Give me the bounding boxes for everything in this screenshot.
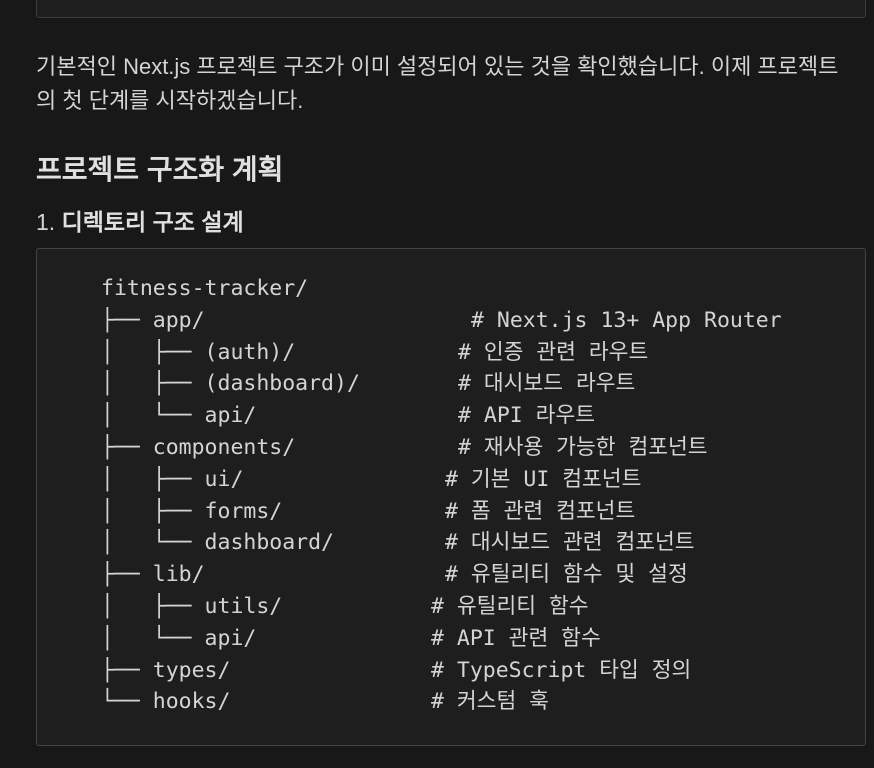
tree-line: │ ├── utils/ # 유틸리티 함수 (101, 591, 589, 623)
tree-line: └── hooks/ # 커스텀 훅 (101, 686, 549, 718)
tree-comment: # 대시보드 관련 컴포넌트 (445, 530, 695, 556)
tree-path: │ ├── forms/ (101, 498, 283, 524)
tree-comment: # API 관련 함수 (431, 625, 601, 651)
tree-line: │ ├── ui/ # 기본 UI 컴포넌트 (101, 464, 641, 496)
tree-path: │ ├── ui/ (101, 466, 244, 492)
tree-comment: # 기본 UI 컴포넌트 (445, 466, 642, 492)
tree-path: fitness-tracker/ (101, 276, 309, 301)
previous-code-block (36, 0, 866, 18)
section-heading: 프로젝트 구조화 계획 (36, 154, 284, 185)
tree-line: ├── app/ # Next.js 13+ App Router (101, 305, 782, 337)
list-item-title: 디렉토리 구조 설계 (61, 209, 244, 235)
tree-comment: # 재사용 가능한 컴포넌트 (458, 435, 708, 460)
tree-comment: # 인증 관련 라우트 (458, 339, 649, 365)
tree-line: ├── lib/ # 유틸리티 함수 및 설정 (101, 559, 688, 591)
list-number: 1. (36, 209, 56, 235)
tree-comment: # 유틸리티 함수 (431, 594, 589, 619)
tree-comment: # 유틸리티 함수 및 설정 (445, 562, 688, 588)
tree-comment: # 커스텀 훅 (431, 689, 549, 715)
tree-path: └── hooks/ (101, 689, 231, 715)
tree-path: ├── components/ (101, 435, 296, 460)
tree-comment: # Next.js 13+ App Router (471, 307, 782, 333)
tree-comment: # API 라우트 (458, 403, 596, 429)
tree-path: │ ├── utils/ (101, 594, 283, 619)
tree-line: │ └── api/ # API 관련 함수 (101, 623, 601, 655)
tree-path: │ ├── (dashboard)/ (101, 371, 360, 397)
tree-comment: # TypeScript 타입 정의 (431, 657, 692, 683)
directory-tree-code-block: fitness-tracker/ ├── app/ # Next.js 13+ Ap… (36, 248, 866, 746)
tree-line: │ ├── (auth)/ # 인증 관련 라우트 (101, 337, 648, 369)
tree-path: │ ├── (auth)/ (101, 339, 296, 365)
tree-path: │ └── dashboard/ (101, 530, 334, 556)
tree-path: ├── app/ (101, 307, 205, 333)
tree-line: ├── types/ # TypeScript 타입 정의 (101, 655, 691, 687)
tree-line: fitness-tracker/ (101, 273, 308, 305)
tree-path: ├── types/ (101, 657, 231, 683)
list-item: 1. 디렉토리 구조 설계 (36, 203, 244, 237)
tree-path: │ └── api/ (101, 403, 257, 429)
tree-comment: # 대시보드 라우트 (458, 371, 636, 397)
tree-line: ├── components/ # 재사용 가능한 컴포넌트 (101, 432, 708, 464)
tree-comment: # 폼 관련 컴포넌트 (445, 498, 636, 524)
tree-line: │ ├── forms/ # 폼 관련 컴포넌트 (101, 496, 635, 528)
tree-path: │ └── api/ (101, 625, 257, 651)
tree-path: ├── lib/ (101, 562, 205, 588)
tree-line: │ └── api/ # API 라우트 (101, 400, 595, 432)
intro-paragraph: 기본적인 Next.js 프로젝트 구조가 이미 설정되어 있는 것을 확인했습… (36, 54, 839, 113)
tree-line: │ ├── (dashboard)/ # 대시보드 라우트 (101, 368, 635, 400)
tree-line: │ └── dashboard/ # 대시보드 관련 컴포넌트 (101, 527, 695, 559)
